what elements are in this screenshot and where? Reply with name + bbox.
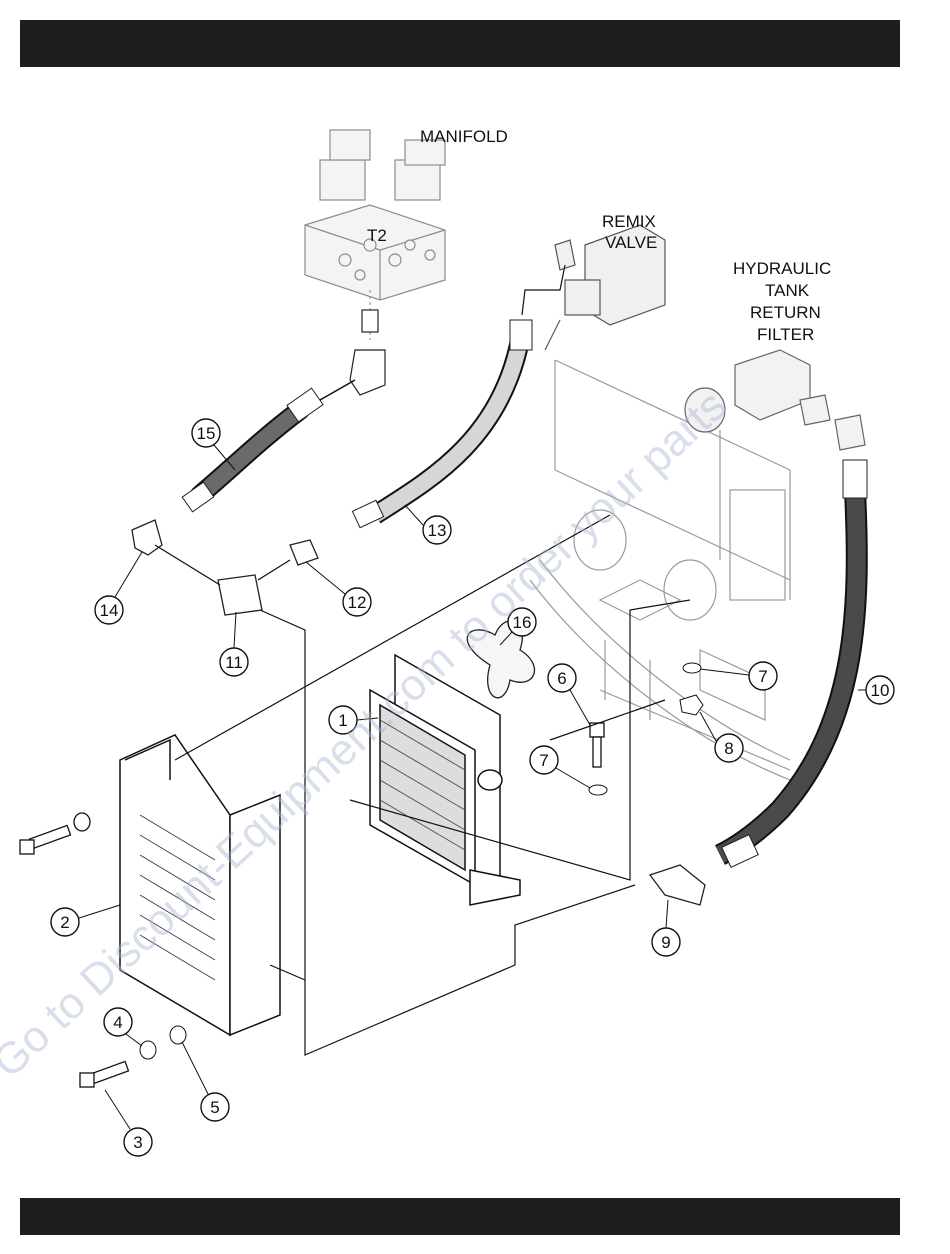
svg-text:11: 11 xyxy=(225,653,243,672)
callout-7a: 7 xyxy=(530,746,590,788)
manifold-label: MANIFOLD xyxy=(420,127,508,146)
fitting-9 xyxy=(650,865,705,905)
watermark: Go to Discount-Equipment.com to order yo… xyxy=(0,381,736,1087)
filter-label-4: FILTER xyxy=(757,325,814,344)
svg-text:13: 13 xyxy=(428,521,447,540)
manifold xyxy=(305,130,445,300)
washer-7a xyxy=(589,785,607,795)
bolt-left xyxy=(20,813,90,854)
callout-15: 15 xyxy=(192,419,235,470)
bolt-3 xyxy=(80,1061,129,1087)
svg-text:15: 15 xyxy=(197,424,216,443)
manifold-fitting xyxy=(350,310,385,395)
remix-leader xyxy=(522,265,565,315)
nut-5 xyxy=(170,1026,186,1044)
port-label: T2 xyxy=(367,226,387,245)
remix-label-1: REMIX xyxy=(602,212,656,231)
callout-4: 4 xyxy=(104,1008,142,1046)
callout-8: 8 xyxy=(700,712,743,762)
bolt-6 xyxy=(590,723,604,767)
callout-14: 14 xyxy=(95,552,142,624)
callout-6: 6 xyxy=(548,664,590,725)
svg-text:12: 12 xyxy=(348,593,367,612)
svg-text:8: 8 xyxy=(724,739,733,758)
svg-text:Go to Discount-Equipment.com t: Go to Discount-Equipment.com to order yo… xyxy=(0,381,736,1087)
line-11-12 xyxy=(258,560,290,580)
svg-text:2: 2 xyxy=(60,913,69,932)
callout-10: 10 xyxy=(858,676,894,704)
callout-11: 11 xyxy=(220,612,248,676)
svg-text:7: 7 xyxy=(539,751,548,770)
svg-text:6: 6 xyxy=(557,669,566,688)
svg-text:9: 9 xyxy=(661,933,670,952)
callout-12: 12 xyxy=(306,562,371,616)
callout-9: 9 xyxy=(652,900,680,956)
remix-label-2: VALVE xyxy=(605,233,657,252)
filter-label-3: RETURN xyxy=(750,303,821,322)
filter-label-1: HYDRAULIC xyxy=(733,259,831,278)
callout-3: 3 xyxy=(105,1090,152,1156)
fitting-11 xyxy=(218,575,262,615)
line-14-11 xyxy=(155,545,220,585)
svg-text:4: 4 xyxy=(113,1013,122,1032)
svg-text:3: 3 xyxy=(133,1133,142,1152)
svg-text:10: 10 xyxy=(871,681,890,700)
svg-text:7: 7 xyxy=(758,667,767,686)
filter-label-2: TANK xyxy=(765,281,810,300)
washer-7b xyxy=(683,663,701,673)
callout-13: 13 xyxy=(405,505,451,544)
callout-5: 5 xyxy=(182,1042,229,1121)
fitting-12 xyxy=(290,540,318,565)
fitting-14 xyxy=(132,520,162,555)
callout-2: 2 xyxy=(51,905,120,936)
callout-7b: 7 xyxy=(700,662,777,690)
washer-4 xyxy=(140,1041,156,1059)
svg-text:14: 14 xyxy=(100,601,119,620)
svg-text:5: 5 xyxy=(210,1098,219,1117)
hose-10 xyxy=(720,460,867,867)
